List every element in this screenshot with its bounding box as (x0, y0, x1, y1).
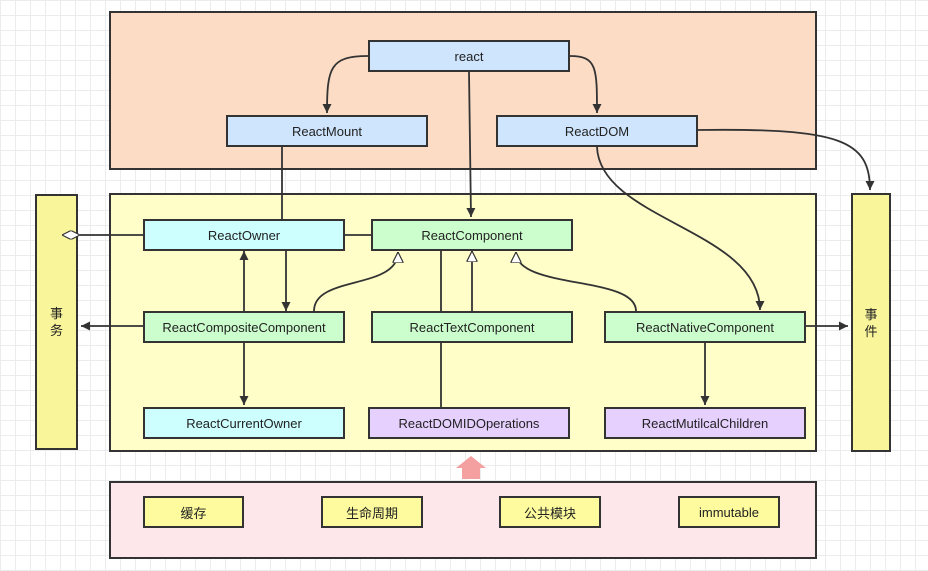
module-cache: 缓存 (143, 496, 244, 528)
edge-react-to-reactmount (322, 55, 369, 114)
transaction-label: 事务 (49, 306, 63, 338)
node-reactmutilcalchildren-label: ReactMutilcalChildren (641, 415, 769, 431)
module-lifecycle-label: 生命周期 (345, 505, 398, 521)
module-immutable-label: immutable (699, 504, 759, 520)
node-reactcomponent-label: ReactComponent (421, 227, 523, 243)
node-reactdom-label: ReactDOM (564, 123, 630, 139)
edge-reactdom-to-nativecomponent (596, 146, 765, 311)
edge-react-to-reactdom (569, 55, 602, 114)
node-reactcomponent: ReactComponent (371, 219, 573, 251)
module-immutable: immutable (678, 496, 780, 528)
node-reactowner-label: ReactOwner (207, 227, 281, 243)
node-reactmount: ReactMount (226, 115, 428, 147)
node-react-label: react (454, 48, 484, 64)
node-react: react (368, 40, 570, 72)
node-reactmount-label: ReactMount (291, 123, 363, 139)
event-panel: 事件 (851, 193, 891, 452)
node-reactmutilcalchildren: ReactMutilcalChildren (604, 407, 806, 439)
node-reactowner: ReactOwner (143, 219, 345, 251)
node-reactdomidoperations: ReactDOMIDOperations (368, 407, 570, 439)
event-label: 事件 (864, 306, 878, 339)
node-reactdom: ReactDOM (496, 115, 698, 147)
node-reactcurrentowner-label: ReactCurrentOwner (186, 415, 302, 431)
node-reactcurrentowner: ReactCurrentOwner (143, 407, 345, 439)
edge-native-inherits-component (516, 251, 637, 312)
module-common-label: 公共模块 (523, 505, 576, 521)
node-reactcompositecomponent: ReactCompositeComponent (143, 311, 345, 343)
upward-arrow (456, 456, 486, 479)
edge-reactdom-to-event (696, 128, 875, 191)
node-reactnativecomponent: ReactNativeComponent (604, 311, 806, 343)
node-reactnativecomponent-label: ReactNativeComponent (635, 319, 775, 335)
transaction-panel: 事务 (35, 194, 78, 450)
edge-composite-inherits-component (313, 251, 398, 312)
module-common: 公共模块 (499, 496, 601, 528)
node-reacttextcomponent-label: ReactTextComponent (409, 319, 535, 335)
node-reactdomidoperations-label: ReactDOMIDOperations (398, 415, 540, 431)
node-reacttextcomponent: ReactTextComponent (371, 311, 573, 343)
edge-react-to-reactcomponent (466, 71, 476, 218)
module-cache-label: 缓存 (180, 505, 207, 521)
module-lifecycle: 生命周期 (321, 496, 423, 528)
node-reactcompositecomponent-label: ReactCompositeComponent (162, 319, 326, 335)
